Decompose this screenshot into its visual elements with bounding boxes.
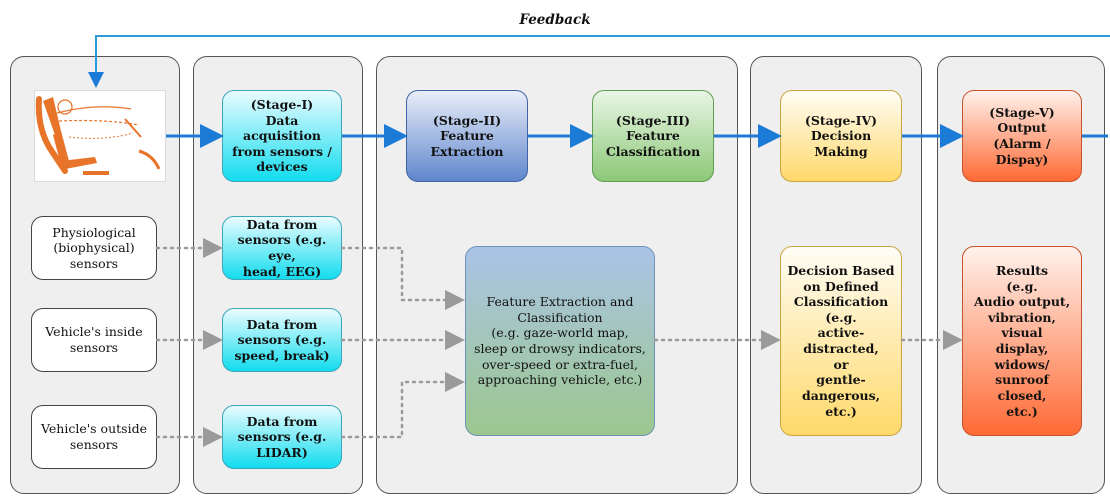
- data-box-outside: Data from sensors (e.g. LIDAR): [222, 405, 342, 469]
- feature-extraction-classification-box: Feature Extraction and Classification (e…: [465, 246, 655, 436]
- stage1-box: (Stage-I) Data acquisition from sensors …: [222, 90, 342, 182]
- stage4-box: (Stage-IV) Decision Making: [780, 90, 902, 182]
- dotted-outside-data-to-feature: [340, 372, 465, 439]
- feedback-label: Feedback: [519, 12, 591, 28]
- vehicle-outside-sensors-box: Vehicle's outside sensors: [31, 405, 157, 469]
- results-box: Results (e.g. Audio output, vibration, v…: [962, 246, 1082, 436]
- driver-seat-icon: [34, 90, 166, 182]
- feedback-line: [88, 35, 1110, 88]
- vehicle-inside-sensors-box: Vehicle's inside sensors: [31, 308, 157, 372]
- decision-based-box: Decision Based on Defined Classification…: [780, 246, 902, 436]
- stage3-box: (Stage-III) Feature Classification: [592, 90, 714, 182]
- stage5-box: (Stage-V) Output (Alarm / Dispay): [962, 90, 1082, 182]
- physiological-sensors-box: Physiological (biophysical) sensors: [31, 216, 157, 280]
- dotted-physio-data-to-feature: [340, 246, 465, 310]
- stage2-box: (Stage-II) Feature Extraction: [406, 90, 528, 182]
